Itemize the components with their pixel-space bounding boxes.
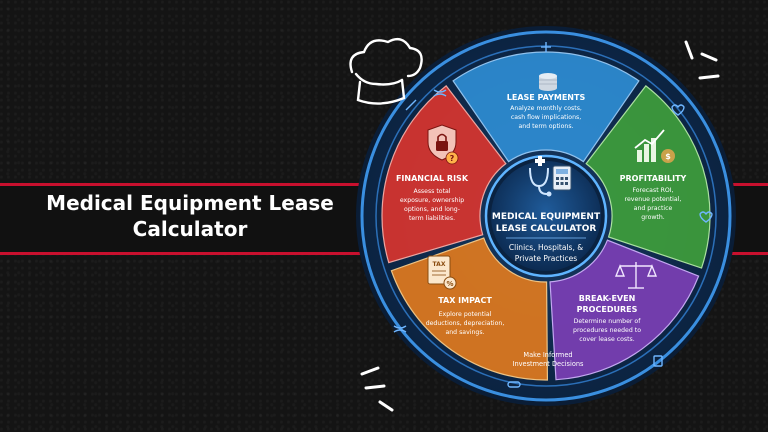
hub-sub-line2: Private Practices — [515, 254, 577, 263]
footer-line-1: Make Informed — [523, 351, 572, 359]
financial-risk-desc-2: exposure, ownership — [400, 197, 464, 204]
tax-impact-desc-1: Explore potential — [439, 311, 492, 318]
hub-title-line1: MEDICAL EQUIPMENT — [492, 212, 601, 222]
tax-impact-desc-2: deductions, depreciation, — [426, 320, 505, 327]
dollar-icon: $ — [665, 152, 671, 161]
break-even-desc-1: Determine number of — [574, 318, 642, 325]
coins-icon — [539, 73, 557, 91]
profitability-desc-4: growth. — [641, 214, 665, 221]
question-icon: ? — [450, 154, 455, 163]
heart-pulse-icon — [699, 211, 713, 223]
break-even-title-1: BREAK-EVEN — [579, 294, 636, 303]
lease-payments-desc-2: cash flow implications, — [511, 114, 581, 121]
profitability-title: PROFITABILITY — [620, 174, 687, 183]
tax-impact-title: TAX IMPACT — [438, 296, 492, 305]
financial-risk-desc-4: term liabilities. — [409, 215, 455, 222]
break-even-desc-2: procedures needed to — [573, 327, 641, 334]
footer-line-2: Investment Decisions — [513, 360, 585, 368]
page-title: Medical Equipment Lease Calculator — [46, 191, 334, 241]
financial-risk-title: FINANCIAL RISK — [396, 174, 469, 183]
hub — [491, 161, 601, 271]
syringe-icon — [405, 99, 417, 111]
growth-chart-icon: $ — [634, 129, 675, 163]
segment-profitability — [585, 85, 711, 269]
dna-icon-2 — [393, 325, 407, 333]
hub-title-line2: LEASE CALCULATOR — [496, 224, 597, 234]
profitability-desc-1: Forecast ROI, — [632, 187, 673, 194]
financial-risk-desc-3: options, and long- — [404, 206, 460, 213]
tax-impact-desc-3: and savings. — [445, 329, 484, 336]
lock-shield-icon: ? — [427, 124, 459, 165]
lease-payments-title: LEASE PAYMENTS — [507, 93, 586, 102]
clipboard-icon — [653, 355, 663, 367]
profitability-desc-2: revenue potential, — [625, 196, 682, 203]
break-even-title-2: PROCEDURES — [577, 305, 638, 314]
lease-payments-desc-3: and term options. — [518, 123, 573, 130]
lease-payments-desc-1: Analyze monthly costs, — [510, 105, 582, 112]
chef-hat-icon — [349, 37, 423, 105]
pill-icon — [507, 381, 521, 388]
sparkle-icon-bottom — [360, 366, 394, 412]
tax-document-icon: TAX % — [427, 255, 457, 290]
percent-icon: % — [446, 280, 453, 288]
medical-cross-icon — [541, 42, 551, 52]
stethoscope-calculator-icon — [529, 156, 572, 197]
scale-icon — [614, 262, 658, 289]
segment-break-even — [549, 239, 700, 381]
sparkle-icon-top — [684, 40, 720, 80]
financial-risk-desc-1: Assess total — [413, 188, 450, 195]
segment-lease-payments — [452, 51, 640, 163]
dna-icon — [433, 89, 447, 97]
hub-sub-line1: Clinics, Hospitals, & — [509, 243, 583, 252]
break-even-desc-3: cover lease costs. — [579, 336, 635, 343]
tax-label: TAX — [433, 261, 446, 268]
heart-icon — [671, 104, 685, 116]
profitability-desc-3: and practice — [634, 205, 673, 212]
